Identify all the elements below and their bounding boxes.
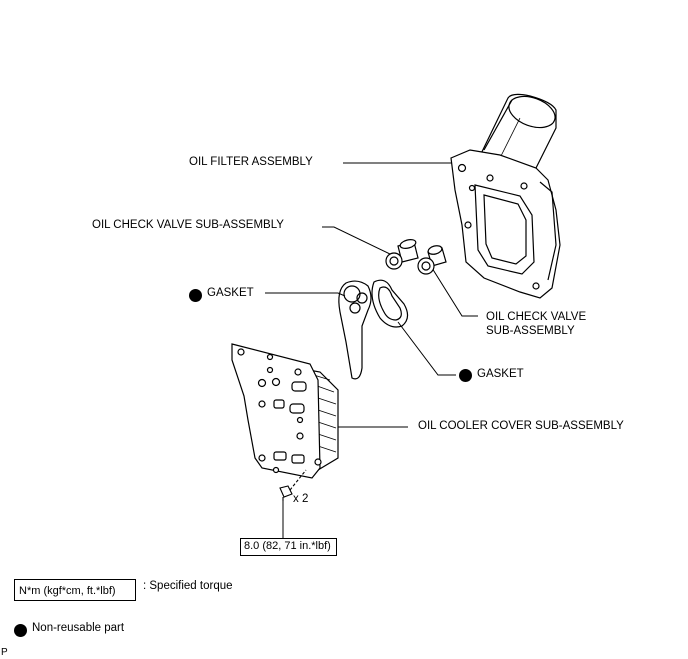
label-oil-check-valve-left: OIL CHECK VALVE SUB-ASSEMBLY <box>92 219 284 231</box>
corner-mark: P <box>1 647 8 658</box>
gasket-right-drawing <box>371 279 409 328</box>
label-oil-check-valve-right-line2: SUB-ASSEMBLY <box>486 325 575 337</box>
check-valve-left-drawing <box>385 239 419 270</box>
non-reusable-dot-gasket-left <box>189 289 202 302</box>
label-bolt-quantity: x 2 <box>293 493 309 505</box>
gasket-left-drawing <box>338 280 372 380</box>
legend-torque-box: N*m (kgf*cm, ft.*lbf) <box>14 579 136 601</box>
oil-filter-assembly-drawing <box>450 93 561 299</box>
check-valve-right-drawing <box>417 245 447 275</box>
leader-lines <box>265 162 478 538</box>
non-reusable-dot-gasket-right <box>459 369 472 382</box>
oil-cooler-cover-drawing <box>231 343 339 479</box>
legend-torque-description: : Specified torque <box>143 580 233 592</box>
label-oil-cooler-cover: OIL COOLER COVER SUB-ASSEMBLY <box>418 420 624 432</box>
label-gasket-left: GASKET <box>207 287 254 299</box>
legend-non-reusable-description: Non-reusable part <box>32 622 125 634</box>
leader-check-valve-right <box>431 267 478 317</box>
leader-check-valve-left <box>322 226 393 256</box>
leader-gasket-right <box>397 321 456 376</box>
label-gasket-right: GASKET <box>477 368 524 380</box>
label-oil-check-valve-right-line1: OIL CHECK VALVE <box>486 311 587 323</box>
legend-non-reusable-dot <box>14 624 27 637</box>
bolt-drawing <box>279 469 307 501</box>
leader-gasket-left <box>265 292 346 297</box>
torque-value-box: 8.0 (82, 71 in.*lbf) <box>240 538 337 556</box>
label-oil-filter-assembly: OIL FILTER ASSEMBLY <box>189 156 313 168</box>
